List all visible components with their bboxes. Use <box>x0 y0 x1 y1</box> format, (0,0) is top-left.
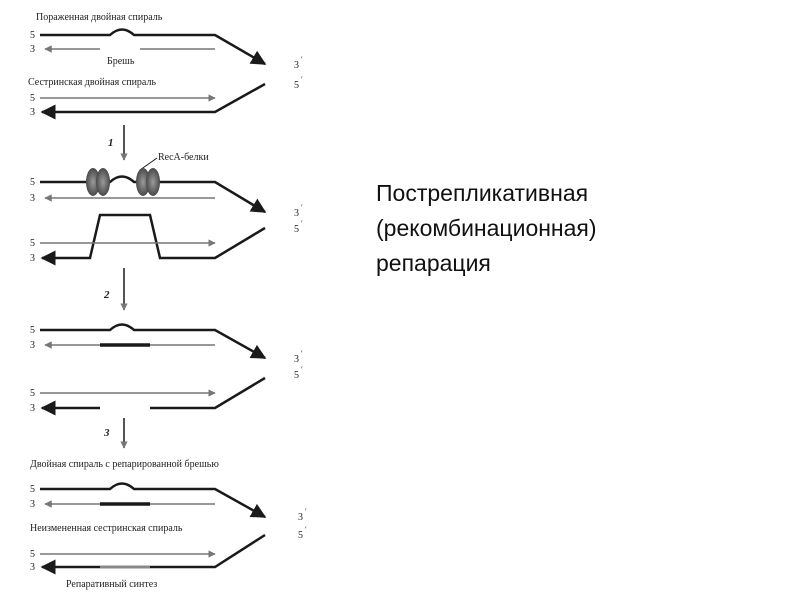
repaired-helix-label: Двойная спираль с репарированной брешью <box>30 459 219 470</box>
end-5: 5 <box>30 177 35 188</box>
reca-protein <box>86 168 100 196</box>
end-3: 3 <box>30 253 35 264</box>
damaged-top-strand <box>40 28 267 66</box>
end-3: 3 <box>30 562 35 573</box>
end-3: 3 <box>294 208 299 219</box>
stage2-top-strand <box>40 323 267 360</box>
end-5: 5 <box>30 388 35 399</box>
sister-template-strand <box>40 82 266 120</box>
stage3-sister-template <box>40 533 266 575</box>
damaged-helix-label: Пораженная двойная спираль <box>36 12 163 23</box>
end-5: 5 <box>30 93 35 104</box>
end-3: 3 <box>30 340 35 351</box>
prime-mark: ′ <box>301 349 303 358</box>
end-5: 5 <box>294 370 299 381</box>
reca-label: RecA-белки <box>158 152 209 163</box>
end-3: 3 <box>30 107 35 118</box>
end-3: 3 <box>30 403 35 414</box>
slide-title: Пострепликативная (рекомбинационная) реп… <box>376 180 597 276</box>
end-3: 3 <box>30 499 35 510</box>
stage1-top-strand <box>40 175 267 214</box>
end-5: 5 <box>30 549 35 560</box>
end-5: 5 <box>298 530 303 541</box>
stage3-top-strand <box>40 482 267 519</box>
reca-protein <box>146 168 160 196</box>
step-2-number: 2 <box>103 289 110 301</box>
sister-helix-label: Сестринская двойная спираль <box>28 77 156 88</box>
unchanged-sister-label: Неизмененная сестринская спираль <box>30 523 183 534</box>
end-5: 5 <box>30 484 35 495</box>
end-5: 5 <box>30 325 35 336</box>
prime-mark: ′ <box>301 365 303 374</box>
end-5: 5 <box>30 30 35 41</box>
reca-protein <box>96 168 110 196</box>
end-5: 5 <box>294 80 299 91</box>
step-1-number: 1 <box>108 137 114 149</box>
prime-mark: ′ <box>301 219 303 228</box>
end-5: 5 <box>30 238 35 249</box>
end-3: 3 <box>30 44 35 55</box>
end-3: 3 <box>30 193 35 204</box>
prime-mark: ′ <box>301 55 303 64</box>
stage2-sister-template-right <box>150 376 266 410</box>
repair-synthesis-label: Репаративный синтез <box>66 579 157 590</box>
end-3: 3 <box>294 354 299 365</box>
gap-label: Брешь <box>107 56 135 67</box>
reca-protein <box>136 168 150 196</box>
prime-mark: ′ <box>305 507 307 516</box>
stage1-sister-template <box>40 213 266 266</box>
prime-mark: ′ <box>301 75 303 84</box>
end-5: 5 <box>294 224 299 235</box>
reca-pointer-line <box>139 157 158 171</box>
end-3: 3 <box>294 60 299 71</box>
prime-mark: ′ <box>301 203 303 212</box>
step-3-number: 3 <box>103 427 110 439</box>
end-3: 3 <box>298 512 303 523</box>
prime-mark: ′ <box>305 525 307 534</box>
